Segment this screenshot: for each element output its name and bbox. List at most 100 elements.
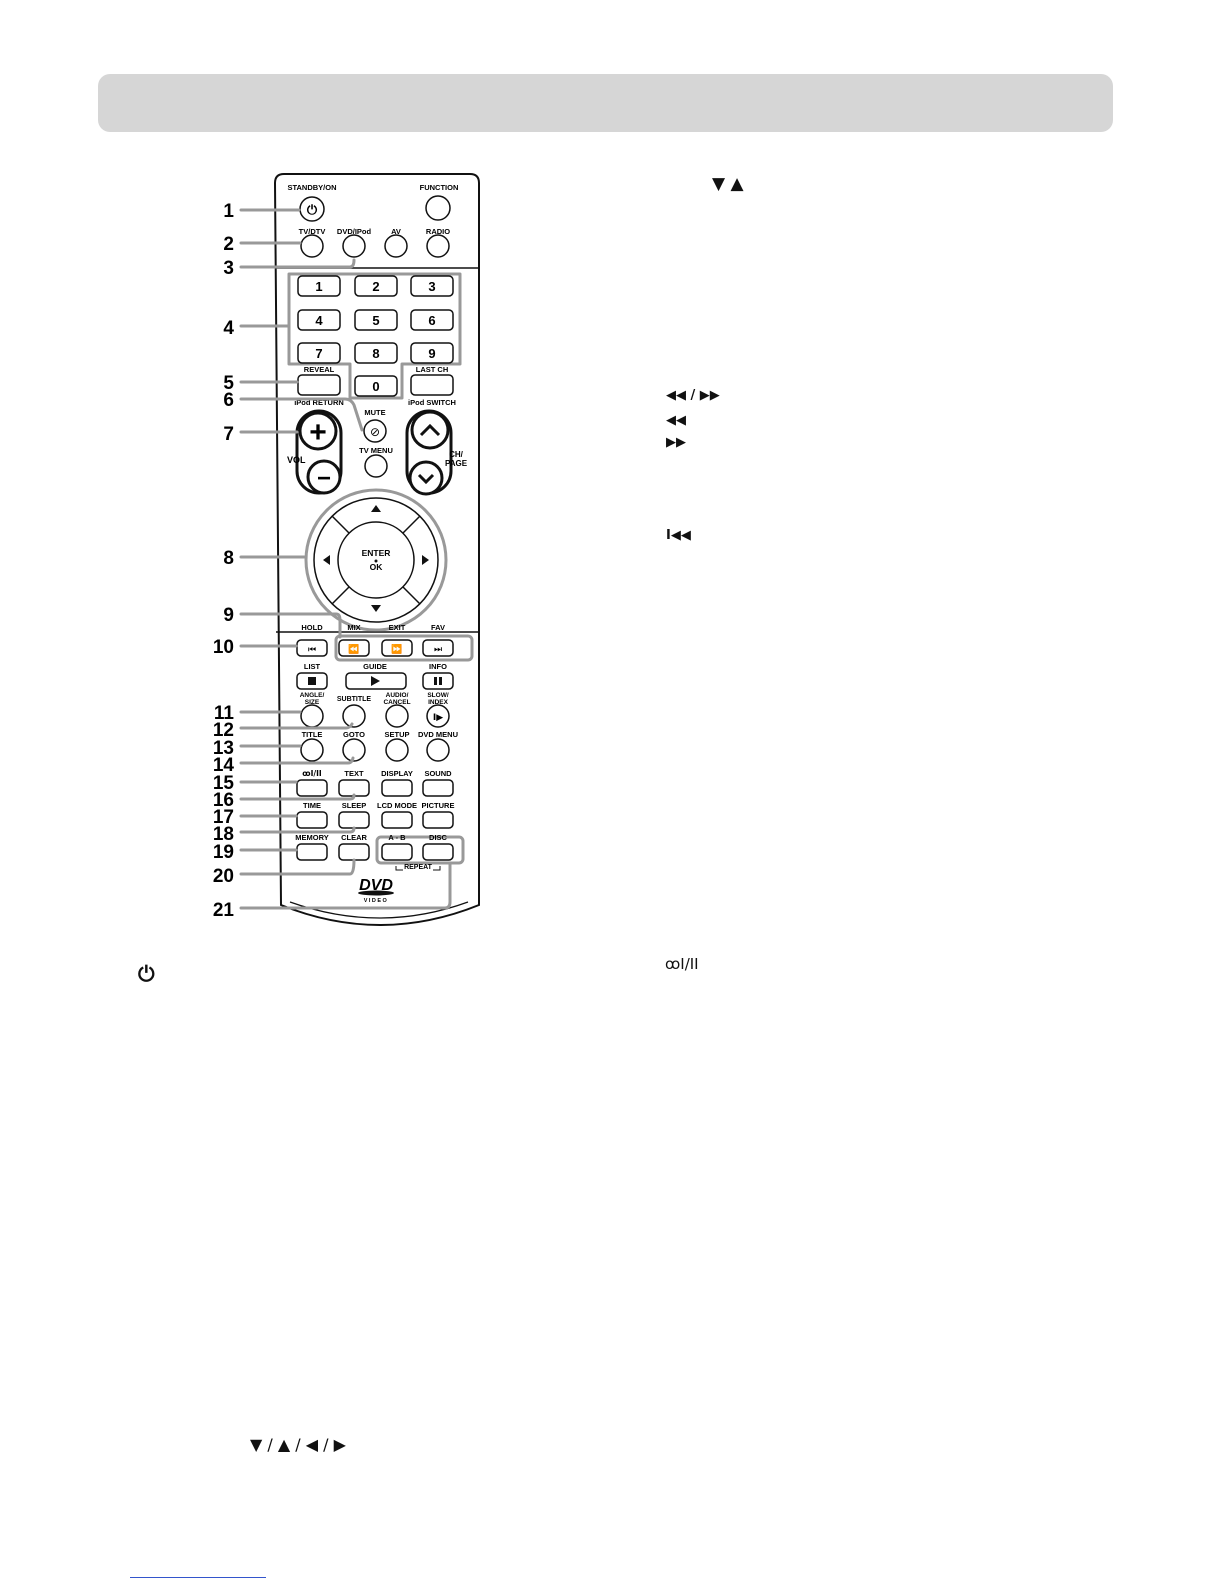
clear-button[interactable] (338, 843, 370, 861)
display-label: DISPLAY (381, 769, 413, 778)
a-b-button[interactable] (381, 843, 413, 861)
digit-label: 5 (372, 313, 379, 328)
audio-mode-symbol: ꝏI/II (665, 955, 699, 973)
slow-index-button[interactable] (426, 704, 450, 728)
standby-label: STANDBY/ON (287, 183, 336, 192)
info-label: INFO (429, 662, 447, 671)
function-button[interactable] (425, 195, 451, 221)
av-button[interactable] (384, 234, 408, 258)
digit-label: 1 (315, 279, 322, 294)
sleep-label: SLEEP (342, 801, 367, 810)
volume-up-button[interactable] (298, 411, 338, 451)
slow-icon: I▶ (433, 713, 443, 723)
power-icon: ⏻ (307, 203, 318, 218)
digit-2-button[interactable] (354, 275, 398, 297)
callout-20: 20 (213, 866, 234, 887)
subtitle-button[interactable] (342, 704, 366, 728)
stop-icon (308, 677, 316, 685)
pause-icon (434, 677, 437, 685)
av-label: AV (391, 227, 401, 236)
digit-label: 6 (428, 313, 435, 328)
reveal-label: REVEAL (304, 365, 335, 374)
callout-17: 17 (213, 807, 234, 828)
callout-1: 1 (223, 201, 234, 222)
angle-size-button[interactable] (300, 704, 324, 728)
setup-button[interactable] (385, 738, 409, 762)
mute-button[interactable] (363, 419, 387, 443)
picture-label: PICTURE (422, 801, 455, 810)
vol-label: VOL (287, 455, 306, 465)
skip-back-icon: ⏮ (308, 645, 316, 655)
time-label: TIME (303, 801, 321, 810)
display-button[interactable] (381, 779, 413, 797)
tv-menu-label: TV MENU (359, 446, 393, 455)
picture-button[interactable] (422, 811, 454, 829)
nav-left-icon[interactable] (323, 555, 330, 565)
sound-button[interactable] (422, 779, 454, 797)
dvd-menu-button[interactable] (426, 738, 450, 762)
channel-up-button[interactable] (410, 410, 450, 450)
next-button[interactable] (422, 639, 454, 657)
subtitle-label: SUBTITLE (337, 696, 372, 703)
lcd-mode-label: LCD MODE (377, 801, 417, 810)
digit-4-button[interactable] (297, 309, 341, 331)
tv-menu-button[interactable] (364, 454, 388, 478)
time-button[interactable] (296, 811, 328, 829)
slow-label-1: SLOW/ (427, 692, 448, 699)
list-label: LIST (304, 662, 321, 671)
digit-7-button[interactable] (297, 342, 341, 364)
digit-3-button[interactable] (410, 275, 454, 297)
nav-up-icon[interactable] (371, 505, 381, 512)
number-pad: 1 2 3 4 5 6 7 8 9 0 (297, 275, 454, 397)
digit-0-button[interactable] (354, 375, 398, 397)
fast-forward-button[interactable] (381, 639, 413, 657)
pause-button[interactable] (422, 672, 454, 690)
title-button[interactable] (300, 738, 324, 762)
digit-label: 0 (372, 379, 379, 394)
channel-down-button[interactable] (408, 460, 444, 496)
goto-button[interactable] (342, 738, 366, 762)
clear-label: CLEAR (341, 833, 367, 842)
callout-19: 19 (213, 842, 234, 863)
fast-forward-icon: ⏩ (391, 643, 402, 655)
lcd-mode-button[interactable] (381, 811, 413, 829)
text-label: TEXT (344, 769, 364, 778)
audio-cancel-button[interactable] (385, 704, 409, 728)
digit-label: 9 (428, 346, 435, 361)
sound-label: SOUND (424, 769, 452, 778)
disc-label: DISC (429, 833, 448, 842)
ipod-return-label: iPod RETURN (294, 398, 344, 407)
footer-link-underline (130, 1577, 266, 1578)
header-bar (98, 74, 1113, 132)
chevron-up-icon (419, 423, 441, 437)
nav-right-icon[interactable] (422, 555, 429, 565)
digit-6-button[interactable] (410, 309, 454, 331)
dvd-ipod-button[interactable] (342, 234, 366, 258)
last-ch-button[interactable] (410, 374, 454, 396)
callout-11: 11 (214, 703, 235, 724)
disc-button[interactable] (422, 843, 454, 861)
callout-12: 12 (213, 720, 234, 741)
ipod-switch-label: iPod SWITCH (408, 398, 456, 407)
digit-5-button[interactable] (354, 309, 398, 331)
setup-label: SETUP (384, 730, 409, 739)
volume-down-button[interactable] (306, 459, 342, 495)
enter-label: ENTER (362, 548, 391, 558)
reveal-button[interactable] (297, 374, 341, 396)
digit-8-button[interactable] (354, 342, 398, 364)
last-ch-label: LAST CH (416, 365, 449, 374)
up-down-symbols: ▼ ▲ (712, 174, 744, 194)
prev-button[interactable] (296, 639, 328, 657)
radio-button[interactable] (426, 234, 450, 258)
play-icon (371, 676, 380, 686)
memory-button[interactable] (296, 843, 328, 861)
digit-9-button[interactable] (410, 342, 454, 364)
audio-mode-button[interactable] (296, 779, 328, 797)
tv-dtv-button[interactable] (300, 234, 324, 258)
rewind-button[interactable] (338, 639, 370, 657)
nav-down-icon[interactable] (371, 605, 381, 612)
minus-icon: − (317, 465, 331, 492)
sleep-button[interactable] (338, 811, 370, 829)
digit-1-button[interactable] (297, 275, 341, 297)
